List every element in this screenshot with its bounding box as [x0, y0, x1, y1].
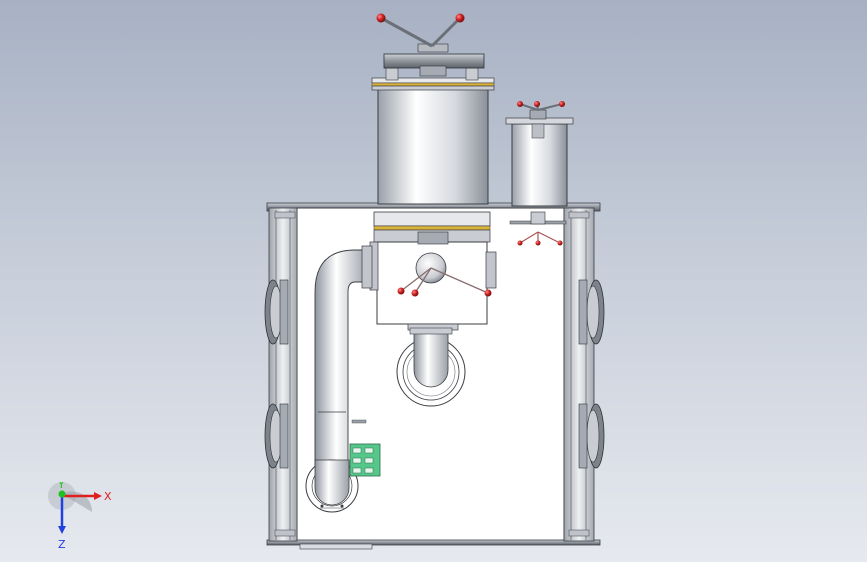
- small-filter-lower-valve[interactable]: [509, 211, 567, 246]
- x-axis-label: X: [104, 490, 112, 503]
- right-viewport-upper[interactable]: [578, 279, 605, 345]
- center-drain-pipe[interactable]: [396, 327, 466, 407]
- left-viewport-lower[interactable]: [264, 403, 289, 469]
- inner-valve-knob[interactable]: [411, 289, 419, 297]
- inner-valve-knob[interactable]: [397, 287, 405, 295]
- small-filter-housing[interactable]: [505, 109, 574, 207]
- right-viewport-lower[interactable]: [578, 403, 605, 469]
- pipe-support-bracket[interactable]: [349, 443, 381, 477]
- left-elbow-pipe[interactable]: [305, 245, 373, 513]
- y-axis-label: Y: [57, 482, 65, 491]
- coordinate-triad: X Y Z: [48, 482, 112, 551]
- small-filter-handle[interactable]: [517, 101, 565, 111]
- right-side-panel[interactable]: [563, 207, 605, 542]
- inner-filter-box[interactable]: [369, 211, 497, 331]
- left-viewport-upper[interactable]: [264, 279, 289, 345]
- large-filter-housing[interactable]: [371, 43, 495, 205]
- inner-valve-knob[interactable]: [484, 289, 492, 297]
- z-axis-label: Z: [58, 538, 66, 551]
- left-side-panel[interactable]: [264, 207, 298, 542]
- large-filter-handle[interactable]: [376, 13, 465, 48]
